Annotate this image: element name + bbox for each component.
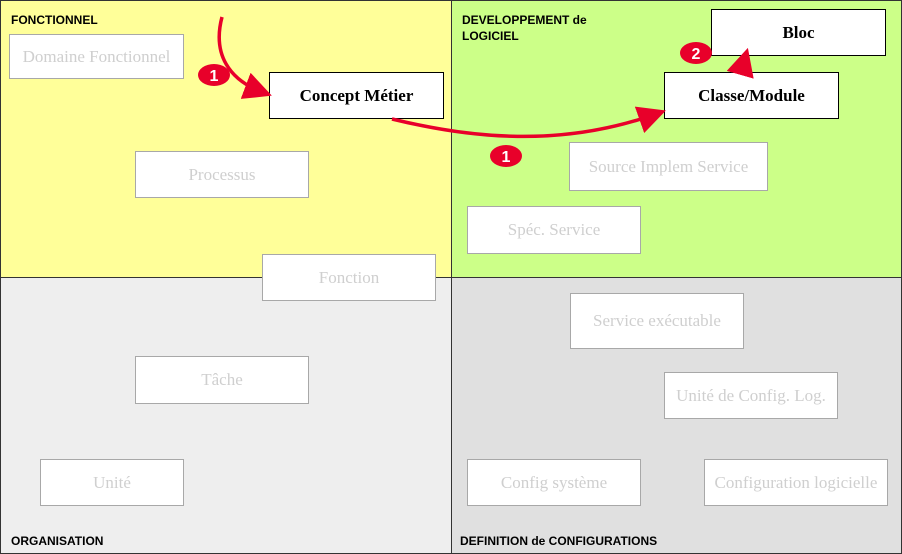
step-marker-1a: 1: [198, 64, 230, 86]
arrow-concept-to-classe: [391, 106, 666, 139]
box-source-implem-service[interactable]: Source Implem Service: [569, 142, 768, 191]
box-service-executable[interactable]: Service exécutable: [570, 293, 744, 349]
step-marker-2-label: 2: [692, 46, 701, 63]
box-concept-metier[interactable]: Concept Métier: [269, 72, 444, 119]
label-organisation: ORGANISATION: [11, 534, 104, 548]
label-developpement-line2: LOGICIEL: [462, 29, 519, 43]
arrow-classe-to-bloc: [726, 47, 754, 79]
step-marker-2: 2: [680, 42, 712, 64]
step-marker-1a-label: 1: [210, 68, 219, 85]
label-developpement-line1: DEVELOPPEMENT de: [462, 13, 587, 27]
box-domaine-fonctionnel[interactable]: Domaine Fonctionnel: [9, 34, 184, 79]
box-unite[interactable]: Unité: [40, 459, 184, 506]
label-definition-configurations: DEFINITION de CONFIGURATIONS: [460, 534, 658, 548]
box-tache[interactable]: Tâche: [135, 356, 309, 404]
box-fonction[interactable]: Fonction: [262, 254, 436, 301]
step-marker-1b: 1: [490, 145, 522, 167]
box-bloc[interactable]: Bloc: [711, 9, 886, 56]
box-config-systeme[interactable]: Config système: [467, 459, 641, 506]
box-processus[interactable]: Processus: [135, 151, 309, 198]
arrow-to-concept-metier: [217, 16, 272, 99]
label-fonctionnel: FONCTIONNEL: [11, 13, 98, 27]
box-spec-service[interactable]: Spéc. Service: [467, 206, 641, 254]
box-unite-config-log[interactable]: Unité de Config. Log.: [664, 372, 838, 419]
step-marker-1b-label: 1: [502, 149, 511, 166]
box-configuration-logicielle[interactable]: Configuration logicielle: [704, 459, 888, 506]
